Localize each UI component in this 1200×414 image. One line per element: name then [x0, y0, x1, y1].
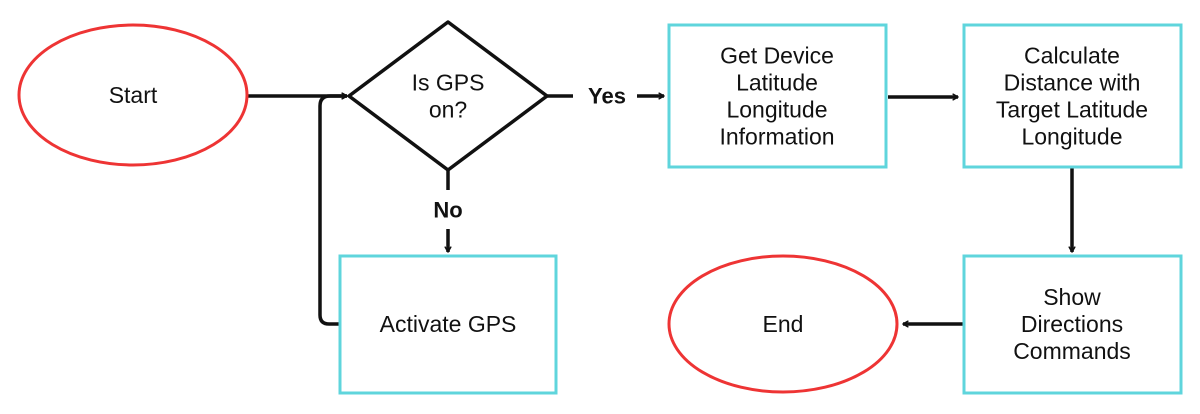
edge-label-yes: Yes — [588, 84, 626, 109]
node-label-line: Get Device — [720, 43, 834, 69]
edges: Yes No — [248, 84, 1072, 325]
terminal-shape — [667, 254, 899, 394]
node-label-line: Target Latitude — [996, 97, 1148, 123]
node-label-line: Activate GPS — [380, 311, 517, 337]
node-label-line: Commands — [1013, 338, 1131, 364]
node-label-line: Start — [109, 82, 158, 108]
node-label-line: Longitude — [726, 97, 827, 123]
node-label-start: Start — [109, 82, 158, 108]
edge-label-no: No — [433, 198, 462, 223]
process-shape — [962, 254, 1183, 395]
node-label-line: Calculate — [1024, 43, 1120, 69]
decision-shape — [347, 20, 549, 172]
process-shape — [338, 254, 558, 395]
node-label-line: Longitude — [1021, 124, 1122, 150]
node-label-line: on? — [429, 97, 467, 123]
node-label-line: Distance with — [1004, 70, 1141, 96]
node-label-line: End — [763, 311, 804, 337]
node-label-line: Information — [719, 124, 834, 150]
process-shape — [667, 23, 888, 169]
node-label-line: Latitude — [736, 70, 818, 96]
node-start: Start — [17, 23, 249, 167]
process-shape — [962, 23, 1183, 169]
node-activate-gps: Activate GPS — [338, 254, 558, 395]
node-label-activate-gps: Activate GPS — [380, 311, 517, 337]
node-label-end: End — [763, 311, 804, 337]
node-end: End — [667, 254, 899, 394]
node-label-line: Show — [1043, 284, 1101, 310]
terminal-shape — [17, 23, 249, 167]
node-label-line: Is GPS — [412, 70, 485, 96]
edge-activate-loop — [318, 96, 347, 326]
node-label-line: Directions — [1021, 311, 1123, 337]
